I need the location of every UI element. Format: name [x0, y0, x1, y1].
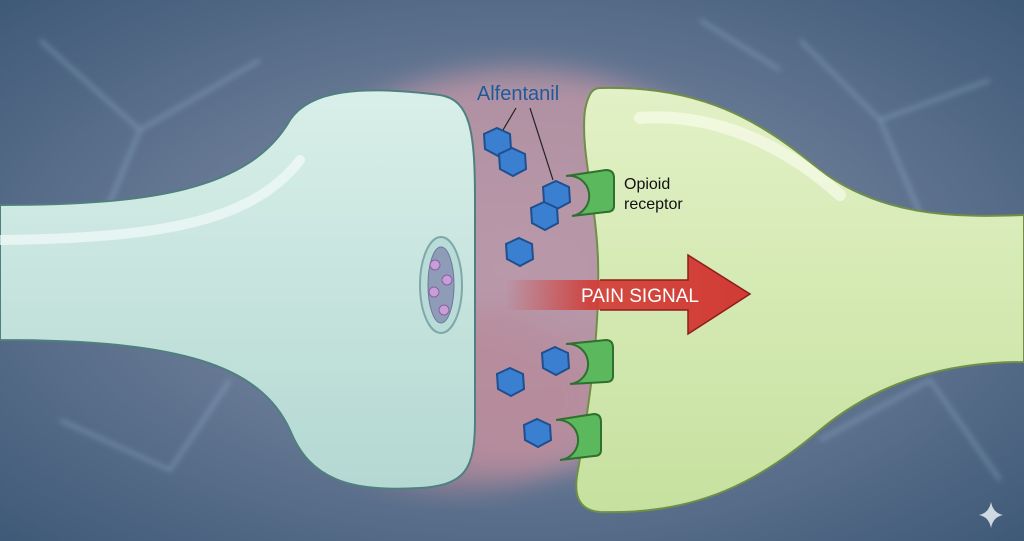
opioid-receptor: [555, 412, 602, 461]
alfentanil-molecule: [529, 200, 560, 232]
alfentanil-label-text: Alfentanil: [477, 83, 559, 105]
opioid-receptor: [565, 338, 614, 385]
opioid-receptor-label: Opioid receptor: [624, 176, 683, 213]
opioid-label-line1: Opioid: [624, 176, 670, 193]
pain-signal-label: PAIN SIGNAL: [581, 286, 699, 307]
alfentanil-molecule: [495, 366, 526, 398]
opioid-receptors: [555, 168, 615, 461]
sparkle-icon: [979, 502, 1003, 528]
opioid-receptor: [565, 168, 615, 217]
alfentanil-molecule: [540, 345, 571, 377]
opioid-label-line2: receptor: [624, 196, 683, 213]
postsynaptic-neuron: [575, 86, 1024, 514]
alfentanil-molecules: [482, 126, 572, 449]
alfentanil-molecule: [522, 417, 553, 449]
neuron-network-background: [38, 18, 1002, 481]
alfentanil-molecule: [482, 126, 513, 158]
alfentanil-molecule: [497, 146, 528, 178]
presynaptic-neuron: [0, 89, 476, 490]
synaptic-vesicle: [419, 236, 463, 334]
alfentanil-molecule: [504, 236, 535, 268]
pain-signal-arrow: PAIN SIGNAL: [505, 253, 752, 336]
alfentanil-label: Alfentanil: [477, 83, 559, 181]
